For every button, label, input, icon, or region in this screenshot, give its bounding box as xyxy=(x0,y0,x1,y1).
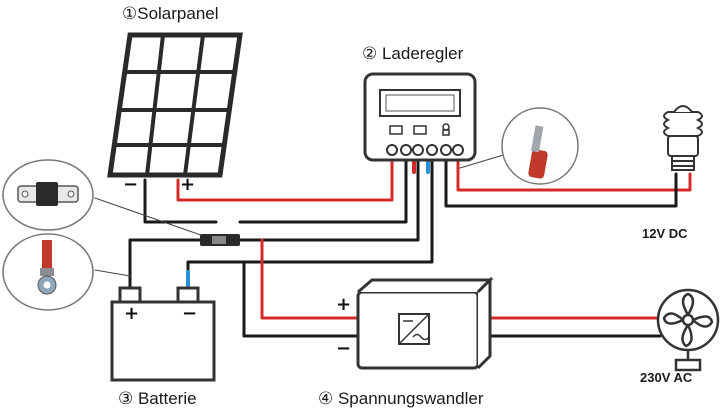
inverter-icon xyxy=(356,276,494,370)
solar-panel-icon xyxy=(107,32,243,178)
inline-fuse-icon xyxy=(200,234,240,246)
load-negative-wire xyxy=(444,158,678,208)
panel-positive-wire xyxy=(176,158,394,202)
solar-panel-label: ①Solarpanel xyxy=(122,4,219,23)
charge-controller-icon xyxy=(363,72,477,162)
ferrule-callout xyxy=(501,107,579,185)
battery-icon xyxy=(110,286,216,382)
panel-negative-wire xyxy=(143,178,218,224)
lug-callout xyxy=(2,233,94,311)
fan-icon xyxy=(656,288,720,372)
controller-pv-negative-wire xyxy=(238,158,408,224)
ferrule-icon xyxy=(528,125,548,179)
fuse-callout-line xyxy=(94,197,216,241)
panel-plus-symbol: + xyxy=(180,174,196,195)
inverter-negative-wire xyxy=(242,260,360,338)
wires xyxy=(94,149,692,338)
inverter-positive-wire xyxy=(260,238,360,320)
battery-plus-symbol: + xyxy=(124,303,140,324)
battery-label: ③ Batterie xyxy=(118,389,197,408)
charge-controller-label: ② Laderegler xyxy=(362,44,464,63)
ac-load-label: 230V AC xyxy=(640,370,693,385)
inverter-label: ④ Spannungswandler xyxy=(318,389,484,408)
lug-callout-line xyxy=(94,269,131,277)
panel-minus-symbol: − xyxy=(123,174,139,195)
battery-negative-wire xyxy=(186,160,434,290)
battery-positive-wire-to-fuse xyxy=(128,238,202,290)
fuse-callout xyxy=(2,159,94,231)
inverter-plus-symbol: + xyxy=(336,294,352,315)
fuse-icon xyxy=(17,182,79,206)
load-positive-wire xyxy=(456,158,692,192)
dc-load-label: 12V DC xyxy=(642,226,688,241)
ring-terminal-icon xyxy=(37,240,57,295)
inverter-minus-symbol: − xyxy=(336,338,352,359)
cfl-bulb-icon xyxy=(663,105,703,171)
fuse-to-controller-wire xyxy=(238,160,420,242)
battery-minus-symbol: − xyxy=(182,303,198,324)
